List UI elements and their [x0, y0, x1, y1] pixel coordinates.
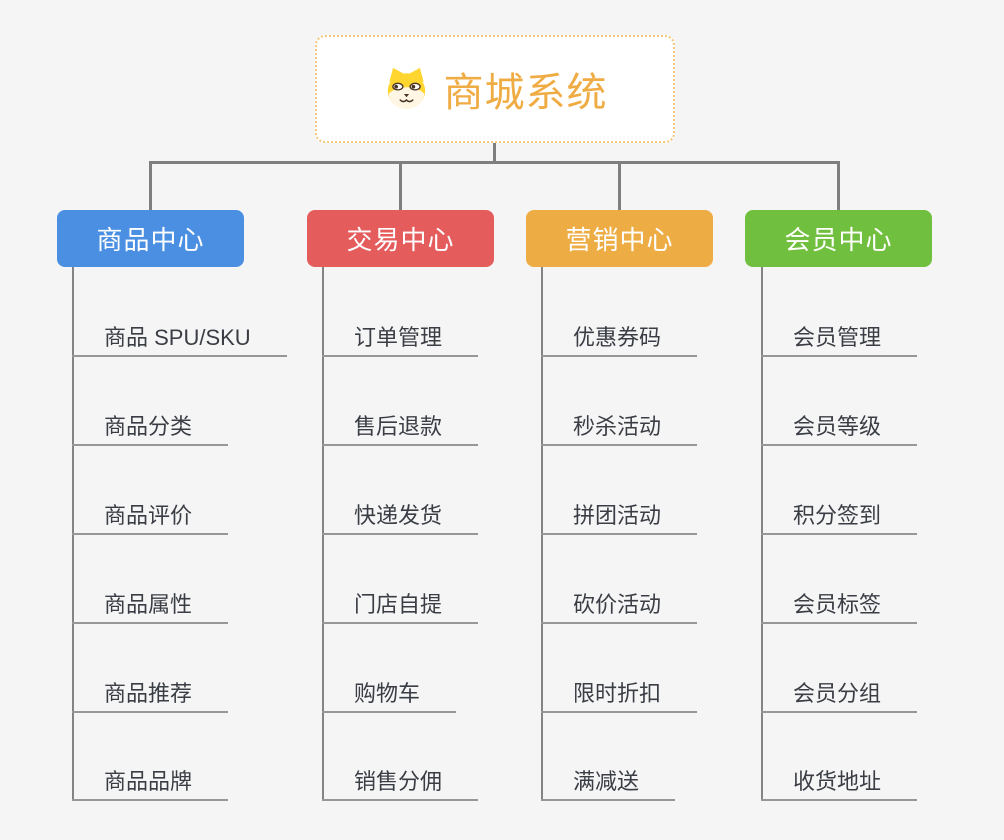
connector-bus	[149, 161, 840, 164]
root-node[interactable]: 商城系统	[315, 35, 675, 143]
leaf-node[interactable]: 限时折扣	[541, 677, 698, 713]
leaf-node[interactable]: 会员管理	[761, 321, 918, 357]
connector-drop-products	[149, 164, 152, 210]
leaf-node[interactable]: 销售分佣	[322, 765, 479, 801]
leaf-node[interactable]: 商品属性	[72, 588, 229, 624]
leaf-node[interactable]: 商品分类	[72, 410, 229, 446]
leaf-node[interactable]: 快递发货	[322, 499, 479, 535]
leaf-node[interactable]: 购物车	[322, 677, 457, 713]
connector-root-stub	[493, 143, 496, 163]
connector-drop-marketing	[618, 164, 621, 210]
branch-header-marketing-center[interactable]: 营销中心	[526, 210, 713, 267]
leaf-node[interactable]: 满减送	[541, 765, 676, 801]
branch-header-member-center[interactable]: 会员中心	[745, 210, 932, 267]
leaf-node[interactable]: 积分签到	[761, 499, 918, 535]
leaf-node[interactable]: 订单管理	[322, 321, 479, 357]
leaf-node[interactable]: 商品品牌	[72, 765, 229, 801]
leaf-node[interactable]: 砍价活动	[541, 588, 698, 624]
connector-drop-trade	[399, 164, 402, 210]
branch-header-label: 交易中心	[346, 225, 455, 255]
branch-header-label: 营销中心	[565, 225, 674, 255]
shiba-dog-icon	[387, 67, 425, 109]
leaf-node[interactable]: 拼团活动	[541, 499, 698, 535]
branch-header-label: 商品中心	[96, 225, 205, 255]
leaf-node[interactable]: 售后退款	[322, 410, 479, 446]
root-title: 商城系统	[443, 71, 608, 115]
branch-header-trade-center[interactable]: 交易中心	[307, 210, 494, 267]
leaf-node[interactable]: 会员标签	[761, 588, 918, 624]
branch-header-product-center[interactable]: 商品中心	[57, 210, 244, 267]
branch-header-label: 会员中心	[784, 225, 893, 255]
leaf-node[interactable]: 商品推荐	[72, 677, 229, 713]
leaf-node[interactable]: 优惠券码	[541, 321, 698, 357]
leaf-node[interactable]: 会员等级	[761, 410, 918, 446]
leaf-node[interactable]: 秒杀活动	[541, 410, 698, 446]
leaf-node[interactable]: 商品评价	[72, 499, 229, 535]
leaf-node[interactable]: 收货地址	[761, 765, 918, 801]
leaf-node[interactable]: 门店自提	[322, 588, 479, 624]
connector-drop-members	[837, 164, 840, 210]
leaf-node[interactable]: 商品 SPU/SKU	[72, 321, 287, 357]
leaf-node[interactable]: 会员分组	[761, 677, 918, 713]
